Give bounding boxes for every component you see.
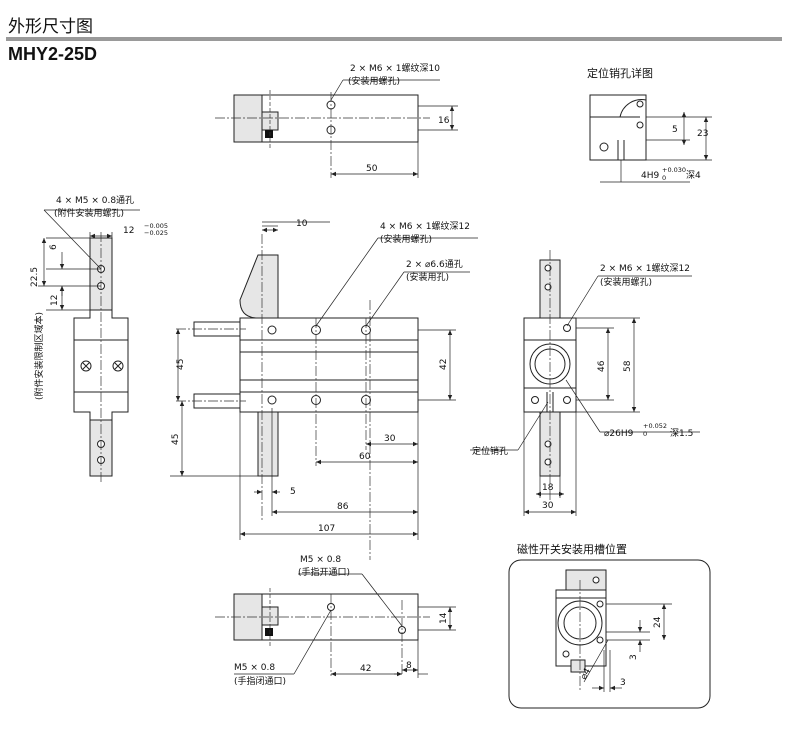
bottom-view: M5 × 0.8 (手指开通口) M5 × 0.8 (手指闭通口) 14 42 … — [215, 555, 456, 687]
front-view-bottom-finger — [257, 411, 279, 477]
pin-detail-hole-label: 4H9 — [641, 171, 659, 181]
front-view-thread-callout: 4 × M6 × 1螺纹深12 — [380, 220, 470, 232]
front-view-dim-5: 5 — [290, 487, 296, 497]
model-number: MHY2-25D — [8, 44, 98, 64]
side-view-thread-callout: 2 × M6 × 1螺纹深12 — [600, 262, 690, 274]
side-view-dim-58: 58 — [623, 360, 633, 372]
front-view-dim-30: 30 — [384, 434, 396, 444]
front-view-dim-45-bottom: 45 — [171, 434, 181, 445]
bottom-view-port-close-size: M5 × 0.8 — [234, 663, 275, 673]
switch-detail-dim-3-h: 3 — [620, 678, 626, 688]
switch-detail-dim-24: 24 — [653, 616, 663, 628]
front-view-dim-45-top: 45 — [176, 359, 186, 370]
left-view-hole-callout: 4 × M5 × 0.8通孔 — [56, 195, 134, 206]
front-view-dim-10: 10 — [296, 219, 308, 229]
pin-detail-title: 定位销孔详图 — [587, 66, 653, 80]
side-view-pin-label: 定位销孔 — [472, 445, 508, 457]
left-view-dim-12-top: 12 — [123, 226, 134, 236]
top-view-dim-length: 50 — [366, 164, 378, 174]
bottom-view-port-open-size: M5 × 0.8 — [300, 555, 341, 565]
top-view-port-nut — [265, 130, 273, 138]
pin-detail-depth: 深4 — [686, 170, 701, 181]
left-view-dim-22-5: 22.5 — [30, 267, 40, 287]
title-rule — [6, 37, 782, 41]
pin-detail-tol-upper: +0.030 — [662, 166, 686, 174]
front-view-dim-107: 107 — [318, 524, 335, 534]
pin-detail-tol-lower: 0 — [662, 174, 666, 182]
top-view-body — [261, 94, 419, 143]
top-view: 2 × M6 × 1螺纹深10 (安装用螺孔) 16 50 — [215, 62, 458, 178]
pin-detail: 定位销孔详图 5 23 4H9 +0.030 0 深4 — [587, 66, 712, 183]
left-view-dim-12-left: 12 — [50, 295, 60, 306]
side-view-bore-tol-lower: 0 — [643, 430, 647, 438]
side-view-bore-label: ⌀26H9 — [604, 429, 634, 439]
front-view-body — [239, 317, 419, 413]
switch-detail-frame — [508, 559, 711, 709]
side-view-thread-purpose: (安装用螺孔) — [600, 276, 652, 288]
side-view-bore-tol-upper: +0.052 — [643, 422, 667, 430]
side-view-dim-30: 30 — [542, 501, 554, 511]
side-view-dim-46: 46 — [597, 360, 607, 372]
front-view-hole-callout: 2 × ⌀6.6通孔 — [406, 259, 463, 270]
left-view-side-note: (附件安装限制区域本) — [33, 312, 45, 400]
side-view: 2 × M6 × 1螺纹深12 (安装用螺孔) 46 58 定位销孔 ⌀26H9… — [470, 250, 700, 516]
top-view-thread-callout: 2 × M6 × 1螺纹深10 — [350, 62, 440, 74]
switch-detail-dim-4: ⌀4 — [579, 667, 593, 682]
pin-detail-dim-5: 5 — [672, 125, 678, 135]
drawing-title: 外形尺寸图 — [8, 17, 93, 37]
front-view-dim-60: 60 — [359, 452, 371, 462]
side-view-dim-18: 18 — [542, 483, 554, 493]
top-view-thread-purpose: (安装用螺孔) — [348, 75, 400, 87]
front-view-thread-purpose: (安装用螺孔) — [380, 233, 432, 245]
top-view-dim-height: 16 — [438, 116, 450, 126]
bottom-view-dim-42: 42 — [360, 664, 371, 674]
bottom-view-port-open-label: (手指开通口) — [298, 566, 350, 578]
switch-detail: 磁性开关安装用槽位置 24 3 ⌀4 3 — [508, 542, 711, 709]
left-view-hole-purpose: (附件安装用螺孔) — [54, 207, 124, 219]
left-view-tol-upper: −0.005 — [144, 222, 168, 230]
front-view-hole-purpose: (安装用孔) — [406, 271, 449, 283]
bottom-view-dim-8: 8 — [406, 661, 412, 671]
switch-detail-title: 磁性开关安装用槽位置 — [517, 542, 627, 556]
front-view-top-finger — [239, 254, 279, 319]
bottom-view-dim-14: 14 — [439, 612, 449, 624]
side-view-bore-depth: 深1.5 — [670, 428, 693, 439]
front-view: 10 4 × M6 × 1螺纹深12 (安装用螺孔) 2 × ⌀6.6通孔 (安… — [170, 219, 478, 560]
bottom-view-port-close-label: (手指闭通口) — [234, 675, 286, 687]
front-view-dim-42: 42 — [439, 359, 449, 370]
left-view-dim-6: 6 — [49, 244, 59, 250]
top-view-end-block — [233, 94, 263, 143]
left-view-tol-lower: −0.025 — [144, 229, 168, 237]
left-view: 4 × M5 × 0.8通孔 (附件安装用螺孔) 12 −0.005 −0.02… — [30, 195, 168, 484]
switch-detail-dim-3-v: 3 — [629, 654, 639, 660]
pin-detail-dim-23: 23 — [697, 129, 708, 139]
front-view-dim-86: 86 — [337, 502, 349, 512]
